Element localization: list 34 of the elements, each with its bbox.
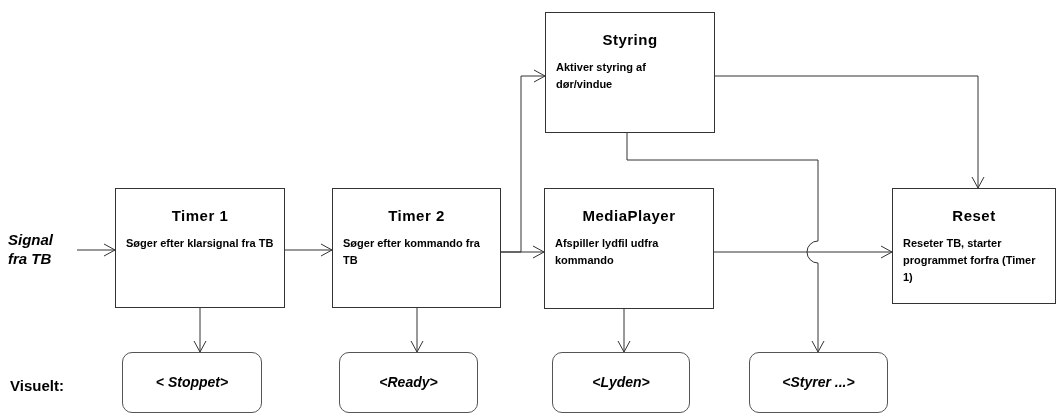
box-description: Søger efter klarsignal fra TB [126,236,274,251]
status-text: <Ready> [379,373,438,392]
status-text: < Stoppet> [155,373,229,392]
row-label: Visuelt: [10,376,64,396]
arrow [76,243,116,257]
process-box [332,188,501,308]
status-text: <Styrer ...> [782,373,855,392]
status-text: <Lyden> [592,373,650,392]
process-box [544,188,714,309]
process-box [115,188,285,308]
box-title: Timer 1 [170,207,230,225]
arrow [500,69,546,253]
process-box [892,188,1056,304]
status-box [552,352,690,413]
box-description: Afspiller lydfil udfra kommando [555,236,660,268]
arrow [410,307,424,353]
box-description: Aktiver styring af dør/vindue [556,60,647,92]
box-title: MediaPlayer [581,207,677,225]
status-box [749,352,888,413]
box-title: Reset [951,207,997,225]
arrow [617,308,631,353]
process-box [545,12,715,133]
status-box [122,352,262,413]
arrow [626,132,825,353]
box-title: Styring [601,31,659,49]
arrow [284,243,333,257]
status-box [339,352,478,413]
signal-label: Signal fra TB [8,230,68,272]
arrow [193,307,207,353]
arrow [713,245,893,259]
box-title: Timer 2 [387,207,446,225]
box-description: Reseter TB, starter programmet forfra (Timer 1) [903,236,1037,285]
arrow [714,75,985,189]
box-description: Søger efter kommando fra TB [343,236,481,268]
